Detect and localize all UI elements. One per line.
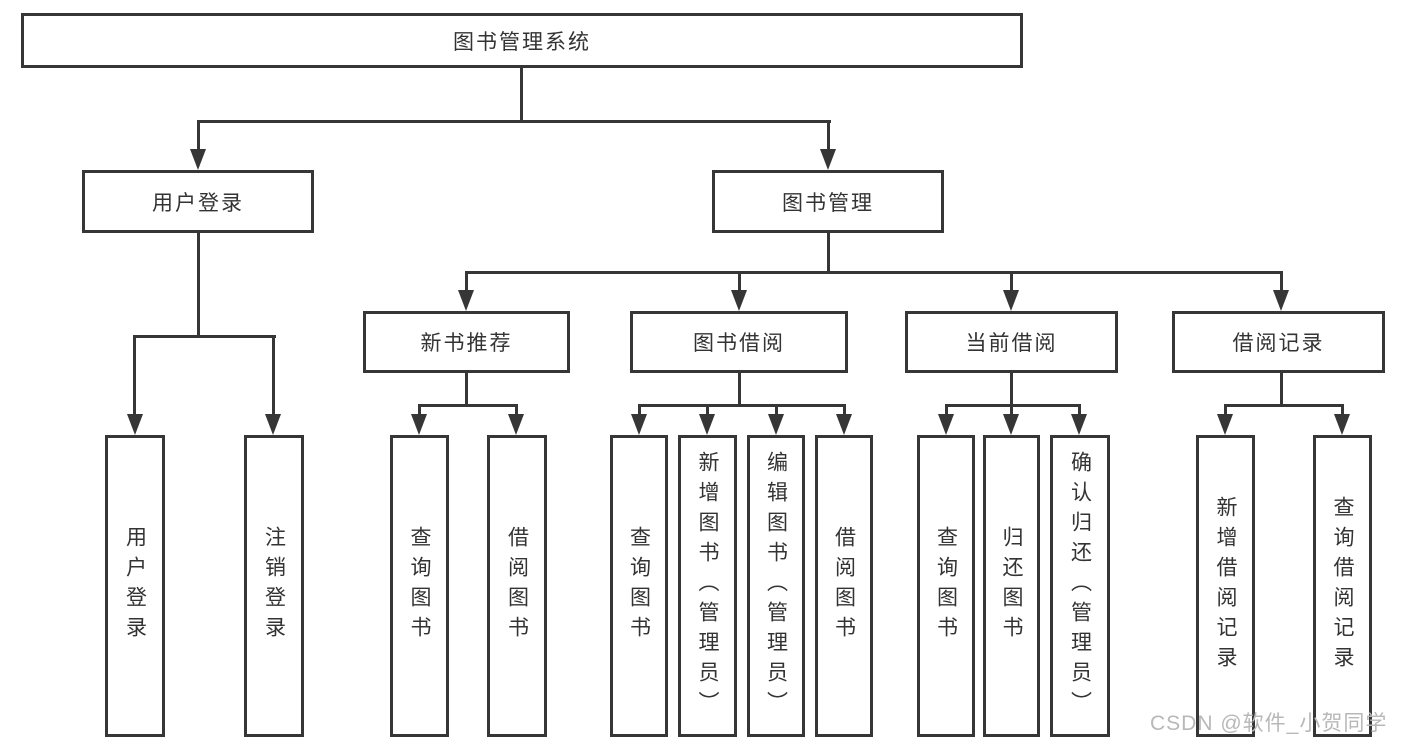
arrow-into-br-leaf-1: [1217, 414, 1233, 435]
connector-nbr-drop: [465, 373, 468, 406]
leaf-bb-add-book-admin: 新增图书（管理员）: [678, 435, 737, 737]
arrow-into-bb-leaf-3: [768, 414, 784, 435]
leaf-cb-confirm-return-admin: 确认归还（管理员）: [1050, 435, 1110, 737]
connector-stem-cb-leaf-2: [1010, 404, 1013, 416]
arrow-into-br-leaf-2: [1334, 414, 1350, 435]
leaf-cb-query-books: 查询图书: [917, 435, 975, 737]
arrow-into-login-leaf: [127, 414, 143, 435]
leaf-label: 查询图书: [627, 526, 651, 646]
connector-stem-bb-leaf-1: [638, 404, 641, 416]
leaf-br-add-borrow-record: 新增借阅记录: [1196, 435, 1255, 737]
connector-stem-cb-leaf-3: [1078, 404, 1081, 416]
connector-stem-login-leaf: [133, 335, 136, 416]
connector-stem-br-leaf-1: [1224, 404, 1227, 416]
arrow-into-bb-leaf-2: [699, 414, 715, 435]
node-borrowing-records: 借阅记录: [1172, 311, 1385, 373]
connector-stem-cb-leaf-1: [945, 404, 948, 416]
connector-bb-drop: [738, 373, 741, 406]
leaf-label: 查询图书: [934, 526, 958, 646]
leaf-nbr-query-books: 查询图书: [390, 435, 449, 737]
connector-root-rail: [197, 120, 831, 123]
connector-stem-br-leaf-2: [1341, 404, 1344, 416]
leaf-label: 编辑图书（管理员）: [764, 451, 788, 721]
connector-nbr-rail: [418, 404, 518, 407]
node-book-borrowing: 图书借阅: [630, 311, 848, 373]
connector-bb-rail: [638, 404, 846, 407]
connector-stem-bb-leaf-3: [775, 404, 778, 416]
leaf-label: 注销登录: [262, 526, 286, 646]
connector-stem-current-borrowing: [1010, 271, 1013, 292]
connector-br-rail: [1224, 404, 1343, 407]
node-book-management: 图书管理: [712, 170, 944, 233]
leaf-br-query-borrow-record: 查询借阅记录: [1313, 435, 1372, 737]
leaf-label: 确认归还（管理员）: [1068, 451, 1092, 721]
arrow-into-current-borrowing: [1003, 290, 1019, 311]
arrow-into-nbr-leaf-2: [508, 414, 524, 435]
connector-user-login-rail: [133, 335, 276, 338]
node-library-management-system: 图书管理系统: [21, 13, 1023, 68]
node-label: 用户登录: [152, 191, 244, 215]
arrow-into-new-book-recommendation: [458, 290, 474, 311]
arrow-into-user-login: [190, 149, 206, 170]
connector-book-management-rail: [465, 271, 1282, 274]
arrow-into-logout-leaf: [265, 414, 281, 435]
node-user-login: 用户登录: [82, 170, 314, 233]
connector-stem-user-login: [197, 120, 200, 152]
node-current-borrowing: 当前借阅: [905, 311, 1118, 373]
arrow-into-nbr-leaf-1: [411, 414, 427, 435]
leaf-label: 借阅图书: [832, 526, 856, 646]
node-label: 图书管理: [782, 191, 874, 215]
leaf-logout: 注销登录: [244, 435, 304, 737]
arrow-into-book-borrowing: [731, 290, 747, 311]
arrow-into-borrowing-records: [1273, 290, 1289, 311]
arrow-into-cb-leaf-1: [938, 414, 954, 435]
leaf-label: 查询借阅记录: [1331, 496, 1354, 676]
connector-root-drop: [520, 68, 523, 122]
csdn-watermark: CSDN @软件_小贺同学: [1150, 712, 1388, 735]
connector-stem-bb-leaf-2: [706, 404, 709, 416]
arrow-into-bb-leaf-4: [836, 414, 852, 435]
connector-stem-book-management: [827, 120, 830, 152]
leaf-label: 查询图书: [408, 526, 431, 646]
connector-stem-nbr-leaf-2: [515, 404, 518, 416]
node-label: 图书管理系统: [453, 30, 591, 54]
leaf-bb-query-books: 查询图书: [610, 435, 668, 737]
connector-stem-bb-leaf-4: [843, 404, 846, 416]
leaf-label: 新增图书（管理员）: [696, 451, 719, 721]
leaf-label: 用户登录: [123, 526, 147, 646]
arrow-into-book-management: [820, 149, 836, 170]
arrow-into-cb-leaf-2: [1003, 414, 1019, 435]
connector-stem-logout-leaf: [272, 335, 275, 416]
leaf-label: 借阅图书: [505, 526, 529, 646]
leaf-nbr-borrow-books: 借阅图书: [487, 435, 547, 737]
connector-stem-nbr-leaf-1: [418, 404, 421, 416]
connector-cb-drop: [1010, 373, 1013, 406]
node-label: 借阅记录: [1232, 332, 1325, 355]
node-label: 新书推荐: [420, 332, 513, 355]
leaf-label: 归还图书: [1000, 526, 1023, 646]
leaf-bb-edit-book-admin: 编辑图书（管理员）: [747, 435, 805, 737]
connector-stem-book-borrowing: [738, 271, 741, 292]
node-label: 图书借阅: [693, 332, 785, 355]
leaf-user-login: 用户登录: [105, 435, 165, 737]
arrow-into-cb-leaf-3: [1071, 414, 1087, 435]
node-new-book-recommendation: 新书推荐: [363, 311, 570, 373]
leaf-bb-borrow-books: 借阅图书: [815, 435, 873, 737]
node-label: 当前借阅: [965, 332, 1058, 355]
leaf-label: 新增借阅记录: [1214, 496, 1237, 676]
connector-br-drop: [1280, 373, 1283, 406]
arrow-into-bb-leaf-1: [631, 414, 647, 435]
leaf-cb-return-books: 归还图书: [983, 435, 1040, 737]
connector-stem-new-book-recommendation: [465, 271, 468, 292]
connector-user-login-drop: [197, 233, 200, 337]
connector-stem-borrowing-records: [1280, 271, 1283, 292]
connector-cb-rail: [945, 404, 1081, 407]
connector-book-management-drop: [827, 233, 830, 273]
